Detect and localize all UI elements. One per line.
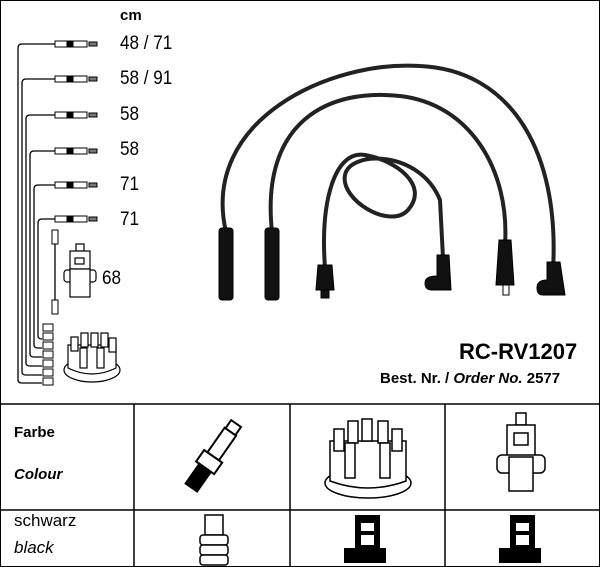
boot-angled-icon-coil <box>499 515 541 563</box>
ignition-coil-icon <box>496 412 546 492</box>
boot-angled-icon-cap <box>344 515 386 563</box>
length-label-2: 58 / 91 <box>120 68 173 89</box>
length-label-4: 58 <box>120 139 140 160</box>
colour-table <box>0 403 600 567</box>
order-label-en: Order No. <box>453 370 523 387</box>
length-label-5: 71 <box>120 174 140 195</box>
distributor-cap-icon <box>324 418 412 499</box>
small-coil-icon <box>63 243 97 298</box>
spark-plug-icon <box>184 418 243 493</box>
colour-value-en: black <box>14 538 54 557</box>
cable-schematic <box>17 40 566 386</box>
cable-boots <box>218 227 566 301</box>
colour-header-de: Farbe <box>14 424 55 441</box>
boot-straight-icon <box>199 514 229 566</box>
small-distributor-cap-icon <box>63 332 121 383</box>
length-label-3: 58 <box>120 104 140 125</box>
length-label-6: 71 <box>120 209 140 230</box>
plug-end-icons <box>42 40 98 386</box>
unit-label: cm <box>120 7 142 24</box>
coil-length-label: 68 <box>102 268 122 289</box>
order-number-line: Best. Nr. / Order No. 2577 <box>380 370 560 387</box>
colour-header-en: Colour <box>14 466 63 483</box>
ignition-cables <box>220 63 556 272</box>
colour-value-de: schwarz <box>14 511 77 530</box>
order-number: 2577 <box>526 370 561 387</box>
product-code: RC-RV1207 <box>459 339 578 364</box>
length-label-1: 48 / 71 <box>120 33 173 54</box>
order-label-de: Best. Nr. / <box>380 370 450 387</box>
